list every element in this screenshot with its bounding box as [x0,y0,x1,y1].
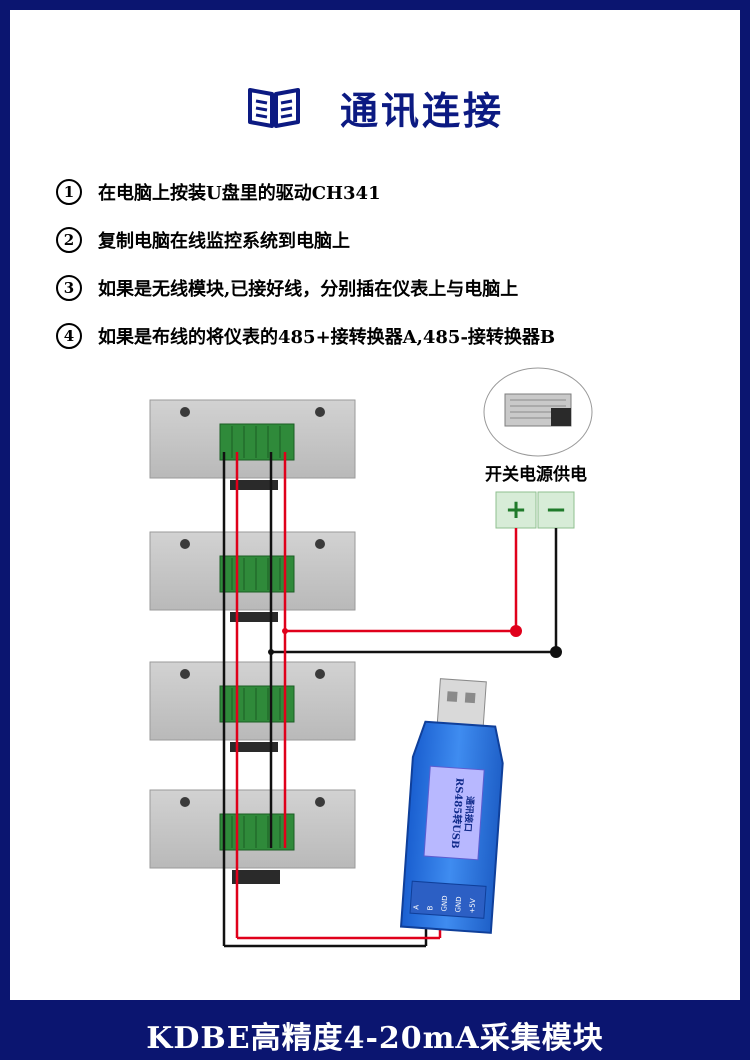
instrument-2 [149,531,356,622]
step-text: 如果是无线模块,已接好线，分别插在仪表上与电脑上 [98,279,519,300]
usb-adapter-icon: RS485转USB 通讯接口 A B GND GND +5V [399,678,504,934]
usb-pin-b: B [426,905,434,911]
step-number: 2 [56,227,82,253]
black-junction [550,646,562,658]
step-number: 3 [56,275,82,301]
power-label: 开关电源供电 [485,464,587,485]
power-supply-icon [483,367,593,457]
instrument-4 [149,789,356,884]
step-item: 4 如果是布线的将仪表的485+接转换器A,485-接转换器B [56,312,555,360]
page-title: 通讯连接 [339,88,504,133]
step-item: 1 在电脑上按装U盘里的驱动CH341 [56,168,555,216]
step-text: 复制电脑在线监控系统到电脑上 [98,231,350,252]
usb-pin-a: A [412,904,420,910]
usb-pin-gnd-1: GND [440,895,449,912]
power-terminal-plus: + [495,491,537,529]
instrument-3 [149,661,356,752]
red-junction [510,625,522,637]
usb-label-2: 通讯接口 [462,796,476,833]
wiring-diagram: 开关电源供电 + − RS485转USB 通讯接口 A [149,367,593,948]
step-item: 3 如果是无线模块,已接好线，分别插在仪表上与电脑上 [56,264,555,312]
title-row: 通讯连接 [10,72,740,142]
step-text: 在电脑上按装U盘里的驱动CH341 [98,183,381,204]
footer-banner: KDBE高精度4-20mA采集模块 [146,1021,604,1056]
red-tap [282,628,288,634]
step-number: 4 [56,323,82,349]
black-tap [268,649,274,655]
instrument-1 [149,399,356,490]
red-wires [235,452,518,940]
usb-pin-gnd-2: GND [454,896,463,913]
poster-card: 通讯连接 1 在电脑上按装U盘里的驱动CH341 2 复制电脑在线监控系统到电脑… [10,10,740,1000]
usb-pin-5v: +5V [468,898,477,914]
plus-label: + [505,495,527,525]
power-terminal-minus: − [537,491,575,529]
book-icon [247,88,300,128]
step-text: 如果是布线的将仪表的485+接转换器A,485-接转换器B [98,327,556,348]
step-item: 2 复制电脑在线监控系统到电脑上 [56,216,555,264]
steps-list: 1 在电脑上按装U盘里的驱动CH341 2 复制电脑在线监控系统到电脑上 3 如… [56,168,555,360]
step-number: 1 [56,179,82,205]
minus-label: − [545,495,567,525]
